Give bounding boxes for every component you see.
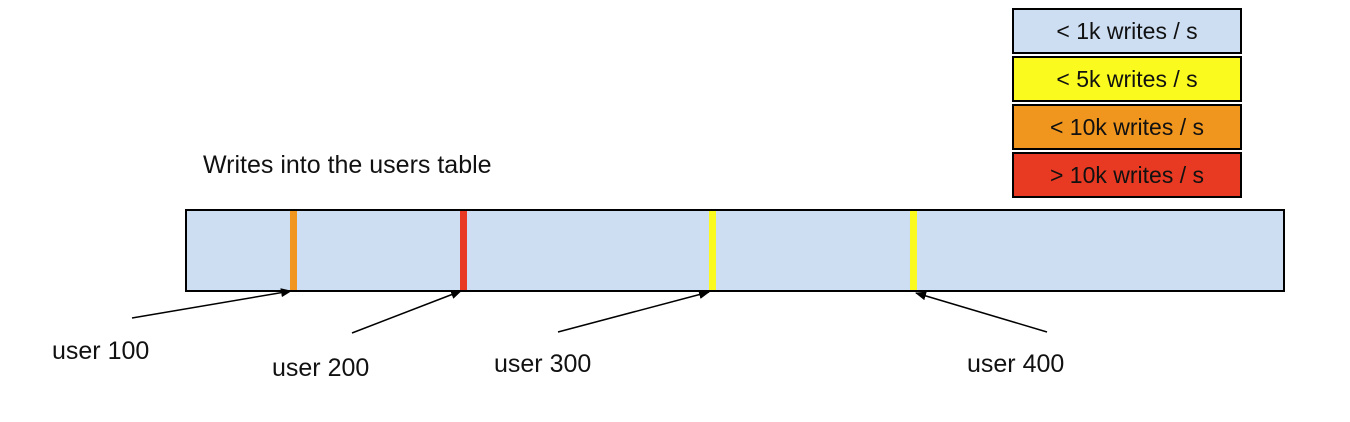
- legend-item-lt-10k: < 10k writes / s: [1012, 104, 1242, 150]
- user-label-200: user 200: [272, 354, 370, 382]
- arrow-user-200: [351, 290, 462, 334]
- write-hotspot-marker-user-300: [709, 211, 716, 290]
- arrow-user-300: [557, 290, 710, 333]
- user-label-300: user 300: [494, 350, 592, 378]
- legend-item-label: < 1k writes / s: [1056, 17, 1198, 44]
- arrow-user-400: [915, 291, 1048, 333]
- write-hotspot-marker-user-100: [290, 211, 297, 290]
- legend-item-label: < 5k writes / s: [1056, 65, 1198, 92]
- legend: < 1k writes / s < 5k writes / s < 10k wr…: [1012, 8, 1242, 198]
- write-hotspot-marker-user-400: [910, 211, 917, 290]
- legend-item-label: > 10k writes / s: [1049, 161, 1205, 188]
- user-label-400: user 400: [967, 350, 1065, 378]
- user-label-100: user 100: [52, 337, 150, 365]
- legend-item-label: < 10k writes / s: [1049, 113, 1205, 140]
- users-table-bar: [185, 209, 1285, 292]
- legend-item-gt-10k: > 10k writes / s: [1012, 152, 1242, 198]
- diagram-title: Writes into the users table: [203, 151, 492, 179]
- arrow-user-100: [131, 288, 292, 319]
- legend-item-lt-1k: < 1k writes / s: [1012, 8, 1242, 54]
- write-hotspot-marker-user-200: [460, 211, 467, 290]
- legend-item-lt-5k: < 5k writes / s: [1012, 56, 1242, 102]
